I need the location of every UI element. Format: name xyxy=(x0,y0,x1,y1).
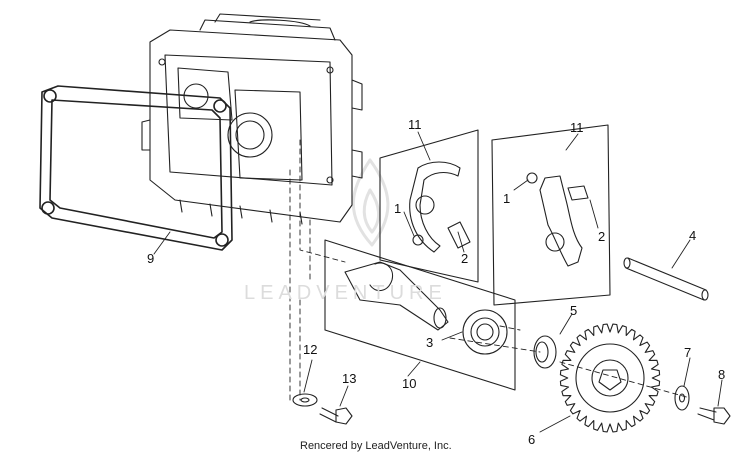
callout-11-left: 11 xyxy=(408,117,422,132)
alignment-lines xyxy=(289,139,691,401)
rocker-pin xyxy=(623,257,709,301)
callout-3: 3 xyxy=(426,335,434,350)
bolt-left xyxy=(319,407,353,425)
cylinder-head xyxy=(141,13,363,225)
callout-6: 6 xyxy=(528,432,536,447)
spacer-seal xyxy=(533,335,557,369)
leader-lines xyxy=(153,131,723,433)
callout-13: 13 xyxy=(342,371,357,386)
callout-12: 12 xyxy=(303,342,318,357)
washer-left xyxy=(292,393,318,407)
watermark-logo xyxy=(351,158,390,247)
watermark-text: LEADVENTURE xyxy=(244,282,447,304)
render-credit: Rencered by LeadVenture, Inc. xyxy=(300,440,452,452)
bolt-right xyxy=(697,407,731,425)
callout-9: 9 xyxy=(147,251,155,266)
callout-8: 8 xyxy=(718,367,726,382)
callout-4: 4 xyxy=(689,228,697,243)
callout-1-left: 1 xyxy=(394,201,402,216)
valve-cover-gasket xyxy=(39,85,233,251)
rocker-arm-box-left xyxy=(379,129,479,283)
camshaft-box xyxy=(324,239,516,391)
rocker-arm-box-right xyxy=(491,124,611,306)
cam-sprocket xyxy=(559,323,661,433)
callout-11-right: 11 xyxy=(570,120,584,135)
washer-right xyxy=(674,385,690,411)
callout-1-right: 1 xyxy=(503,191,511,206)
callout-2-left: 2 xyxy=(461,251,469,266)
callout-7: 7 xyxy=(684,345,692,360)
callout-2-right: 2 xyxy=(598,229,606,244)
callout-10: 10 xyxy=(402,376,417,391)
callout-5: 5 xyxy=(570,303,578,318)
